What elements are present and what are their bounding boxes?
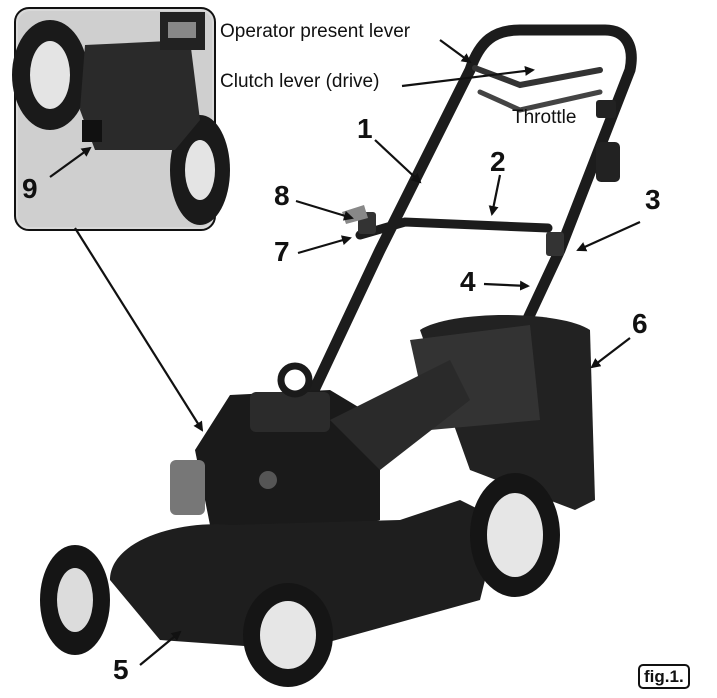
inset-height-adjuster: [82, 120, 102, 142]
label-num-4: 4: [460, 266, 476, 297]
rear-right-wheel: [470, 473, 560, 597]
label-num-8: 8: [274, 180, 290, 211]
inset-closeup: [12, 7, 230, 231]
label-num-1: 1: [357, 113, 373, 144]
label-num-2: 2: [490, 146, 506, 177]
handle-knob-right: [546, 232, 564, 256]
arrow-4: [483, 280, 530, 291]
arrow-8: [295, 199, 354, 221]
mower-deck: [110, 500, 500, 650]
arrow-operator-lever: [439, 39, 472, 64]
arrow-5: [139, 630, 182, 666]
label-num-9: 9: [22, 173, 38, 204]
arrow-7: [297, 235, 352, 255]
inset-deck: [80, 40, 200, 150]
arrow-clutch-lever: [401, 66, 535, 88]
front-left-wheel: [40, 545, 110, 655]
label-clutch-lever: Clutch lever (drive): [220, 71, 380, 92]
label-operator-present-lever: Operator present lever: [220, 21, 411, 42]
label-num-7: 7: [274, 236, 290, 267]
figure-caption: fig.1.: [638, 664, 690, 689]
arrow-3: [576, 220, 641, 252]
callout-arrows: [49, 39, 641, 666]
air-filter: [170, 460, 205, 515]
label-num-3: 3: [645, 184, 661, 215]
label-throttle: Throttle: [512, 107, 577, 128]
arrow-2: [488, 174, 502, 216]
front-right-wheel: [243, 583, 333, 687]
engine: [170, 362, 380, 540]
throttle-control: [596, 142, 620, 182]
arrow-6: [590, 337, 631, 369]
arrow-9: [49, 146, 92, 178]
arrow-inset-to-engine: [74, 227, 204, 432]
label-num-5: 5: [113, 654, 129, 685]
arrow-1: [374, 139, 422, 184]
label-num-6: 6: [632, 308, 648, 339]
